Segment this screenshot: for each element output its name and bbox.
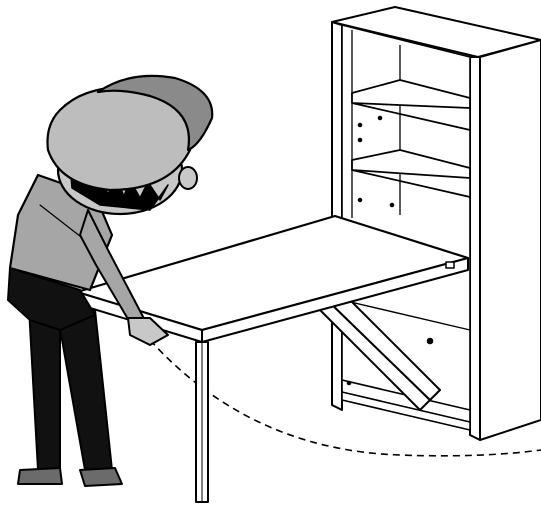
cabinet-right-side xyxy=(470,57,480,440)
person-shoe-front xyxy=(80,468,122,486)
wall-cabinet xyxy=(332,7,541,440)
person-shoe-back xyxy=(18,468,62,484)
fold-down-table xyxy=(77,216,468,502)
cabinet-right-face xyxy=(480,40,541,440)
